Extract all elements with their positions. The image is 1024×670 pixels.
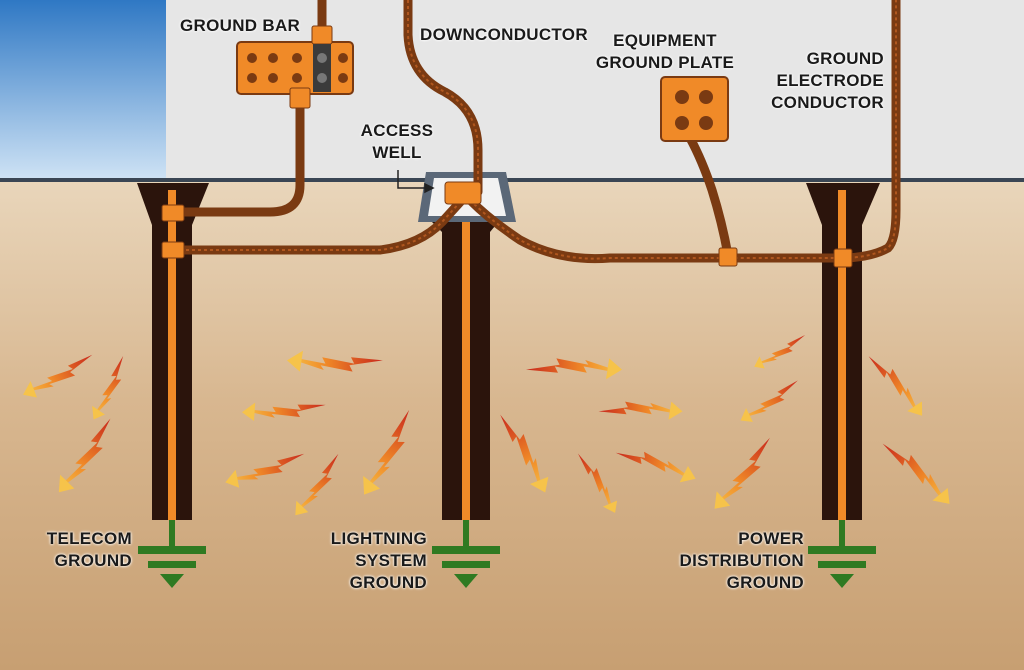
power-distribution-ground-label: POWER DISTRIBUTION GROUND [679, 529, 804, 592]
downconductor-cable [403, 0, 483, 197]
grade-line [0, 178, 1024, 182]
power-electrode-rod [838, 190, 846, 520]
lightning-clamp [444, 181, 482, 205]
power-clamp [833, 248, 853, 268]
ground-bar-label: GROUND BAR [180, 16, 301, 35]
pointer-arrow-icon [397, 170, 435, 194]
telecom-ground-label: TELECOM GROUND [46, 529, 132, 570]
equipment-plate-conductor [685, 133, 733, 260]
ground-electrode-conductor-label: GROUND ELECTRODE CONDUCTOR [771, 49, 884, 112]
downconductor-label: DOWNCONDUCTOR [420, 25, 588, 44]
ground-bar-to-telecom-conductor [175, 93, 305, 217]
equipment-ground-plate-label: EQUIPMENT GROUND PLATE [595, 31, 735, 72]
lightning-system-ground-label: LIGHTNING SYSTEM GROUND [330, 529, 427, 592]
telecom-electrode-rod [168, 190, 176, 520]
lightning-electrode-rod [462, 205, 470, 520]
equipment-ground-plate [660, 76, 729, 142]
telecom-clamp-upper [161, 204, 185, 222]
ground-bar [236, 25, 354, 109]
power-ground-symbol-icon [808, 520, 876, 588]
access-well-label: ACCESS WELL [360, 121, 434, 162]
telecom-clamp-lower [161, 241, 185, 259]
telecom-ground-symbol-icon [138, 520, 206, 588]
equipment-tap-clamp [718, 247, 738, 267]
lightning-ground-symbol-icon [432, 520, 500, 588]
